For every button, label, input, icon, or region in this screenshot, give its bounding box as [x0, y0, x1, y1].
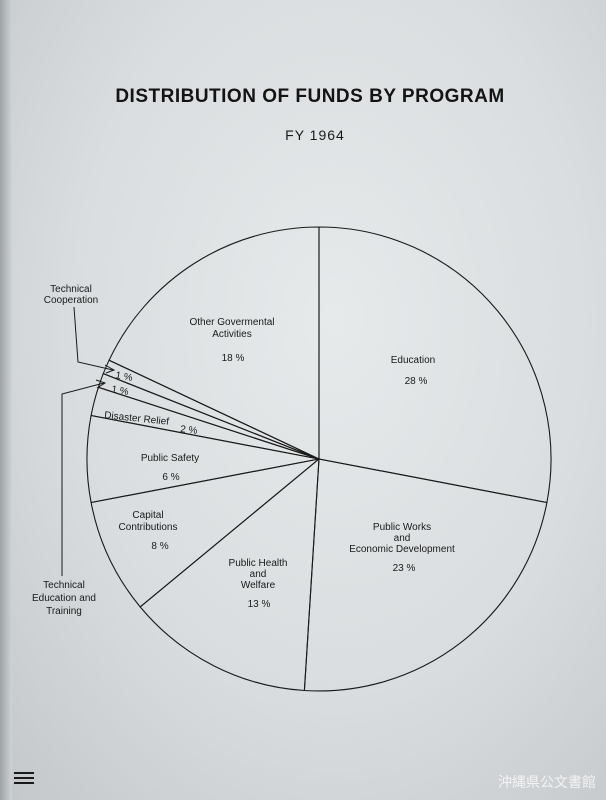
pointer-lines: [61, 306, 116, 576]
value-technical-education: 1 %: [110, 384, 129, 398]
pie-slices: [86, 226, 552, 692]
arrowhead-technical-cooperation: [104, 364, 116, 374]
arrowhead-technical-education: [95, 379, 107, 389]
value-disaster-relief: 2 %: [180, 424, 198, 437]
value-public-health: 13 %: [248, 599, 271, 610]
pie-slice-public-health-and-welfare: [139, 457, 320, 692]
archive-watermark: 沖縄県公文書館: [498, 775, 596, 791]
pointer-technical-cooperation: [73, 306, 114, 371]
value-technical-cooperation: 1 %: [114, 370, 133, 384]
value-other-govermental: 18 %: [222, 353, 245, 364]
label-education: Education: [391, 355, 435, 366]
pie-slice-education: [318, 226, 552, 504]
value-public-works: 23 %: [393, 563, 416, 574]
pie-slice-public-works-and-economic-development: [303, 458, 548, 692]
value-public-safety: 6 %: [162, 472, 179, 483]
value-education: 28 %: [405, 376, 428, 387]
pie-slice-other-govermental-activities: [108, 226, 320, 460]
label-public-safety: Public Safety: [141, 453, 199, 464]
chart-title: DISTRIBUTION OF FUNDS BY PROGRAM: [115, 86, 504, 107]
pointer-technical-education: [61, 382, 105, 576]
chart-subtitle: FY 1964: [285, 127, 345, 143]
menu-icon: [14, 772, 34, 790]
board-edge: [0, 0, 12, 800]
value-capital-contributions: 8 %: [151, 541, 168, 552]
label-disaster-relief: Disaster Relief: [104, 410, 170, 428]
pie-slice-public-safety: [86, 414, 320, 504]
pie-slice-capital-contributions: [90, 458, 320, 608]
